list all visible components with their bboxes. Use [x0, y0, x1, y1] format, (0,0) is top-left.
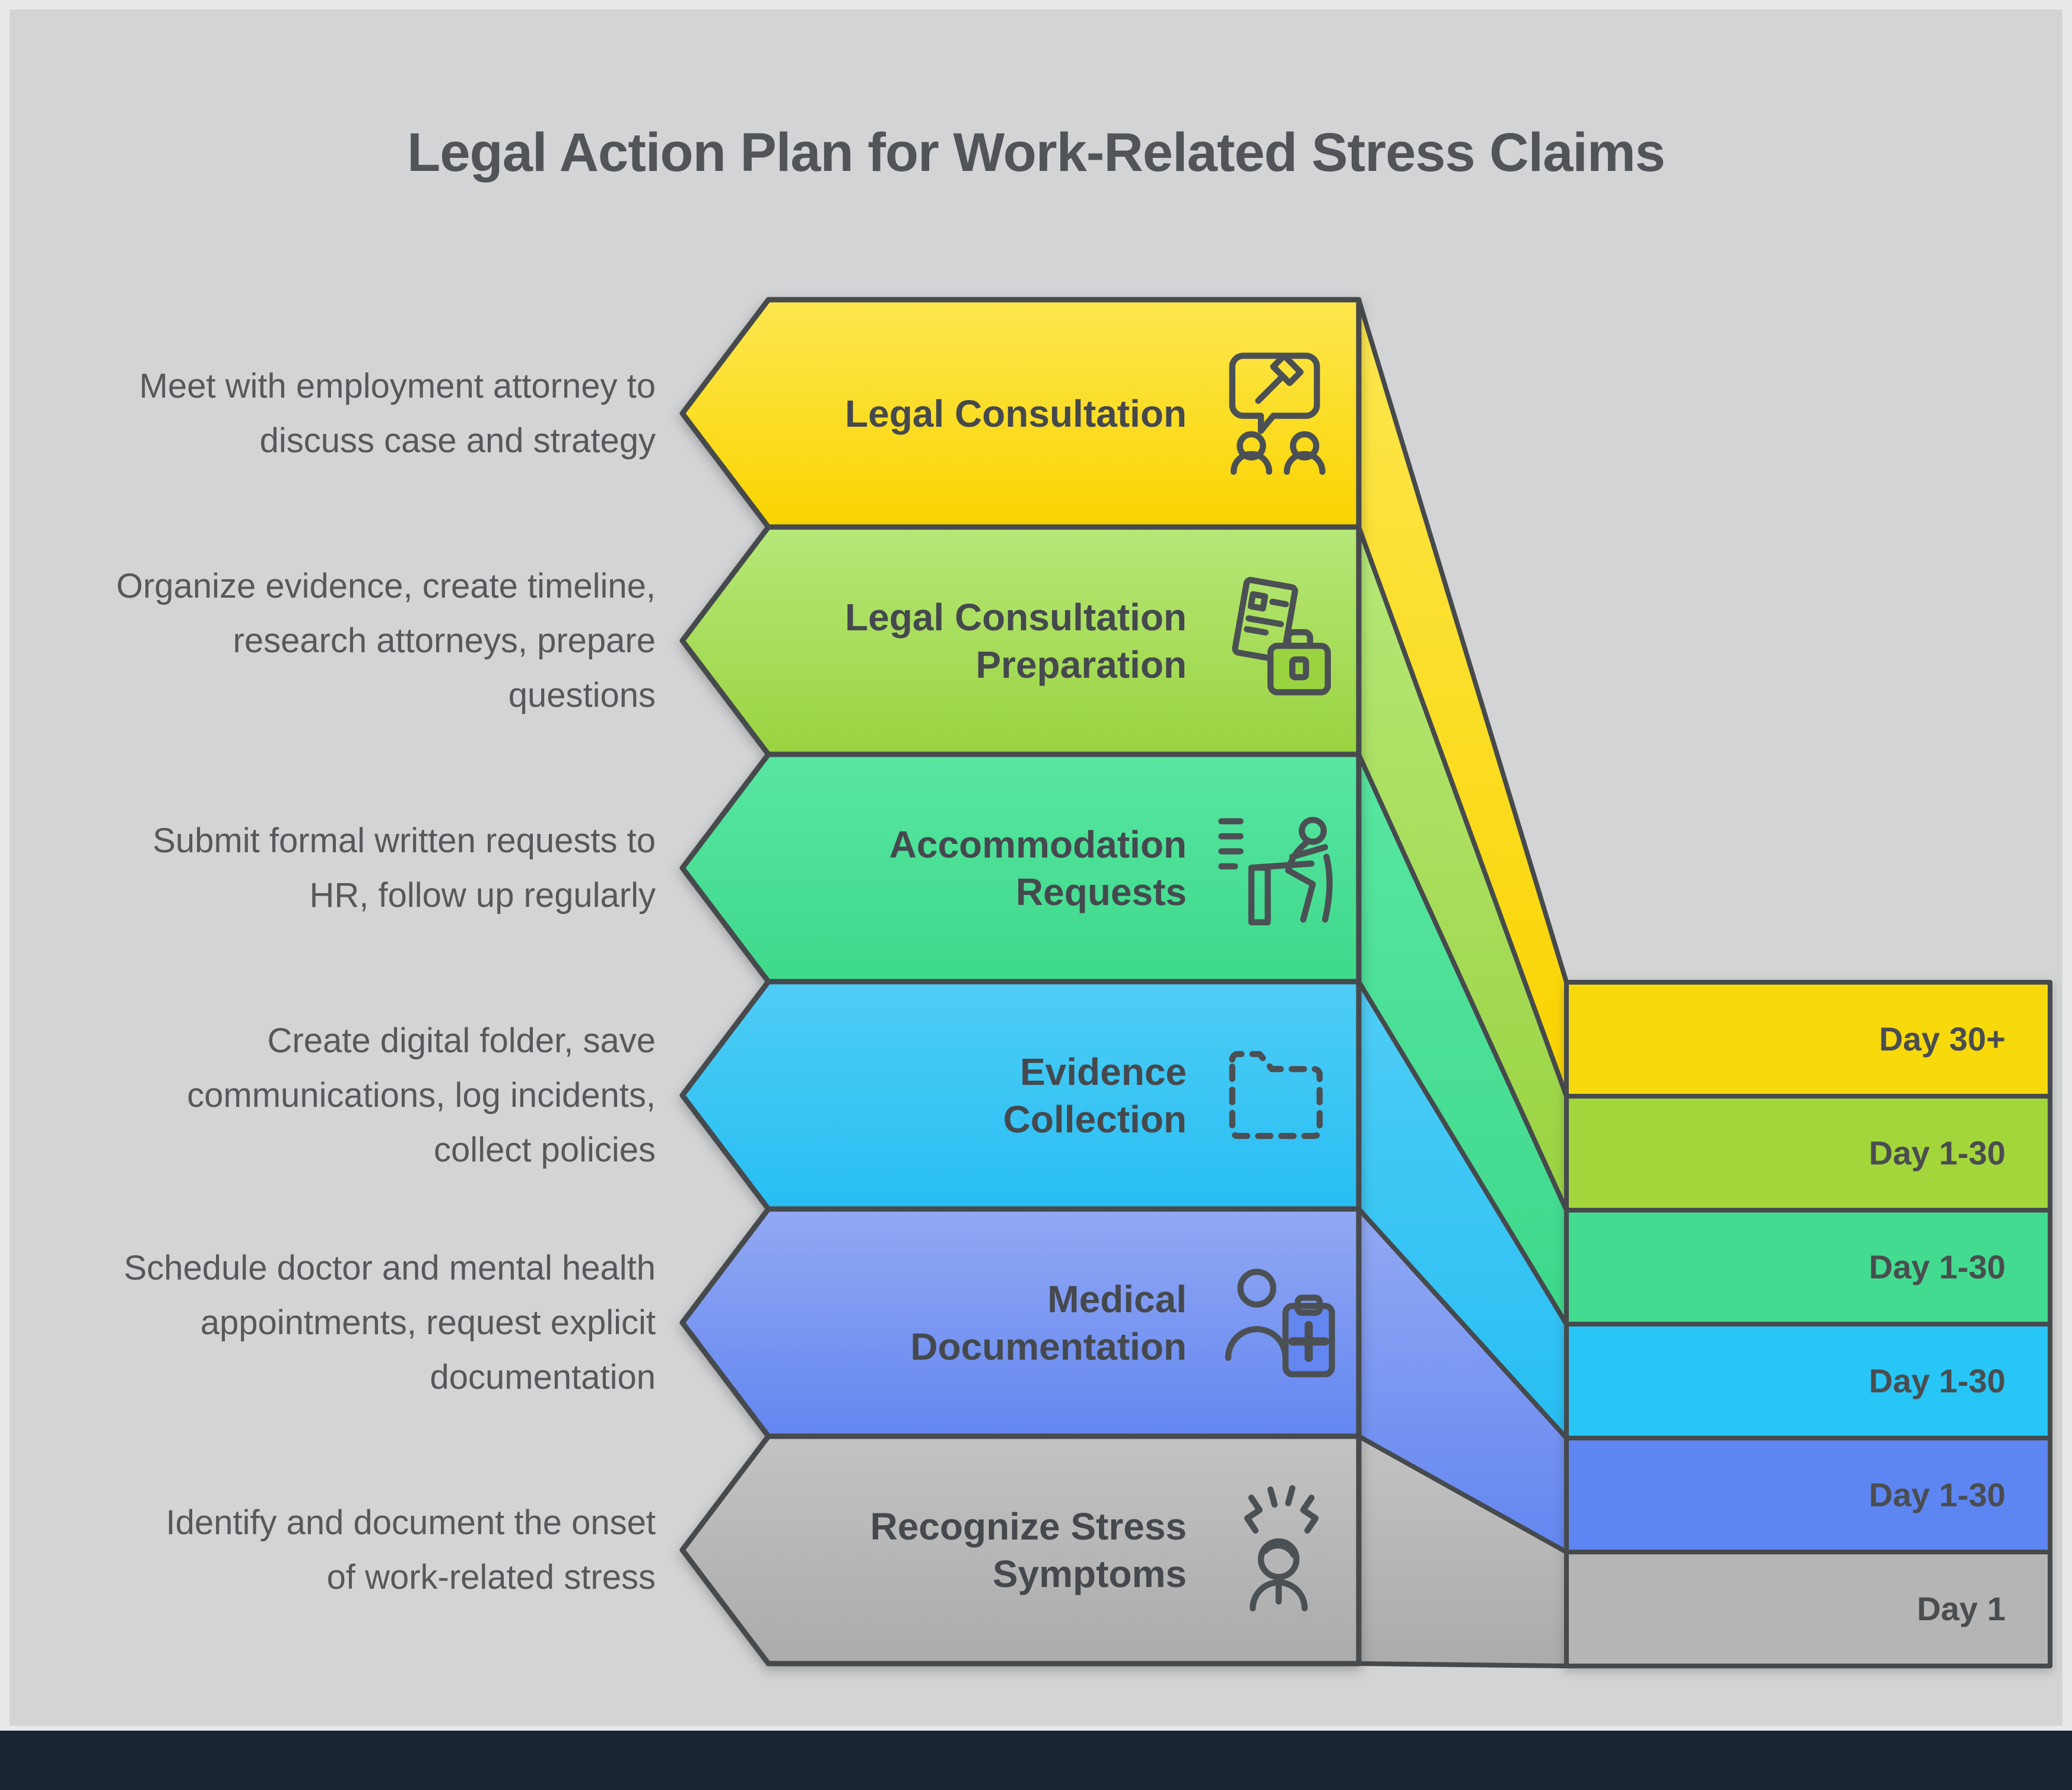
day-box-medical-documentation [1564, 1436, 2052, 1554]
day-label-recognize-stress: Day 1 [1917, 1590, 2006, 1627]
documents-briefcase-icon [1232, 577, 1331, 696]
description-legal-consultation: Meet with employment attorney to discuss… [139, 367, 656, 460]
banner-label-evidence-collection: Evidence Collection [1003, 1050, 1187, 1141]
day-box-evidence-collection [1564, 1322, 2052, 1440]
banner-legal-consultation [679, 297, 1362, 530]
banner-label-legal-preparation: Legal Consultation Preparation [845, 596, 1187, 686]
day-label-accommodation-requests: Day 1-30 [1868, 1248, 2006, 1286]
day-label-legal-preparation: Day 1-30 [1868, 1134, 2006, 1172]
description-evidence-collection: Create digital folder, save communicatio… [187, 1021, 656, 1169]
person-clipboard-medical-icon [1225, 1268, 1335, 1378]
footer-bar [0, 1731, 2072, 1790]
dashed-folder-icon [1229, 1050, 1323, 1140]
banner-label-accommodation-requests: Accommodation Requests [889, 823, 1187, 913]
day-label-legal-consultation: Day 30+ [1879, 1020, 2006, 1058]
description-medical-documentation: Schedule doctor and mental health appoin… [123, 1249, 656, 1397]
stressed-person-icon [1244, 1485, 1319, 1612]
description-legal-preparation: Organize evidence, create timeline, rese… [116, 567, 656, 715]
description-recognize-stress: Identify and document the onset of work-… [166, 1503, 656, 1597]
person-at-desk-icon [1218, 817, 1333, 926]
day-box-accommodation-requests [1564, 1208, 2052, 1326]
day-label-evidence-collection: Day 1-30 [1868, 1362, 2006, 1399]
banner-label-legal-consultation: Legal Consultation [845, 392, 1187, 435]
day-box-legal-consultation [1564, 980, 2052, 1099]
day-box-legal-preparation [1564, 1094, 2052, 1213]
day-label-medical-documentation: Day 1-30 [1868, 1476, 2006, 1513]
day-box-recognize-stress [1564, 1550, 2052, 1668]
banner-label-medical-documentation: Medical Documentation [910, 1278, 1187, 1368]
page-title: Legal Action Plan for Work-Related Stres… [407, 122, 1666, 183]
gavel-speech-bubble-icon [1229, 353, 1326, 475]
description-accommodation-requests: Submit formal written requests to HR, fo… [152, 821, 656, 915]
banner-label-recognize-stress: Recognize Stress Symptoms [870, 1505, 1187, 1595]
